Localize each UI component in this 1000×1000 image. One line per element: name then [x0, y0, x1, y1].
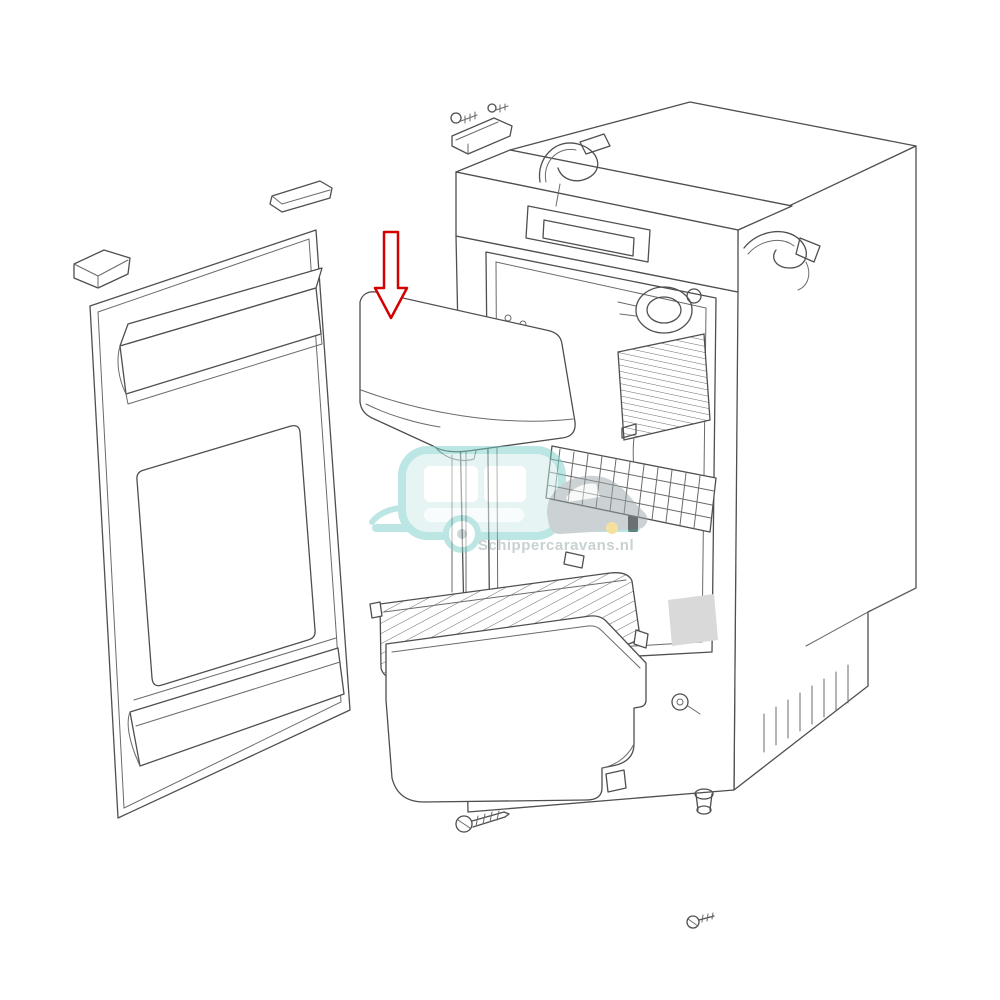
- vent-cover: [668, 594, 718, 646]
- door-inner-liner: [136, 424, 316, 687]
- door-upper-shelf: [117, 267, 323, 405]
- burner-flue-assembly: [617, 286, 702, 334]
- shelf-bracket: [563, 551, 585, 569]
- wiring-harness-right: [743, 230, 821, 291]
- watermark-label: Schippercaravans.nl: [478, 537, 634, 554]
- car-icon: [546, 475, 648, 534]
- drip-tray: [385, 615, 647, 803]
- wiring-harness-top: [538, 133, 611, 207]
- mounting-screw: [455, 810, 510, 833]
- leveling-foot: [694, 788, 714, 815]
- door-lower-bin: [127, 637, 345, 767]
- door-assembly: [73, 180, 351, 819]
- door-catch: [269, 180, 333, 213]
- caravan-icon: [398, 446, 566, 553]
- watermark: Schippercaravans.nl: [369, 446, 648, 554]
- cooling-fins: [617, 333, 711, 441]
- hinge-pin: [671, 693, 701, 715]
- compressor-vent-grille: [763, 664, 849, 753]
- mounting-bracket: [450, 103, 513, 155]
- door-hinge-clip: [73, 249, 131, 289]
- car-hub-dot: [606, 522, 618, 534]
- fixing-screw: [686, 912, 715, 929]
- highlight-down-arrow: [373, 230, 409, 320]
